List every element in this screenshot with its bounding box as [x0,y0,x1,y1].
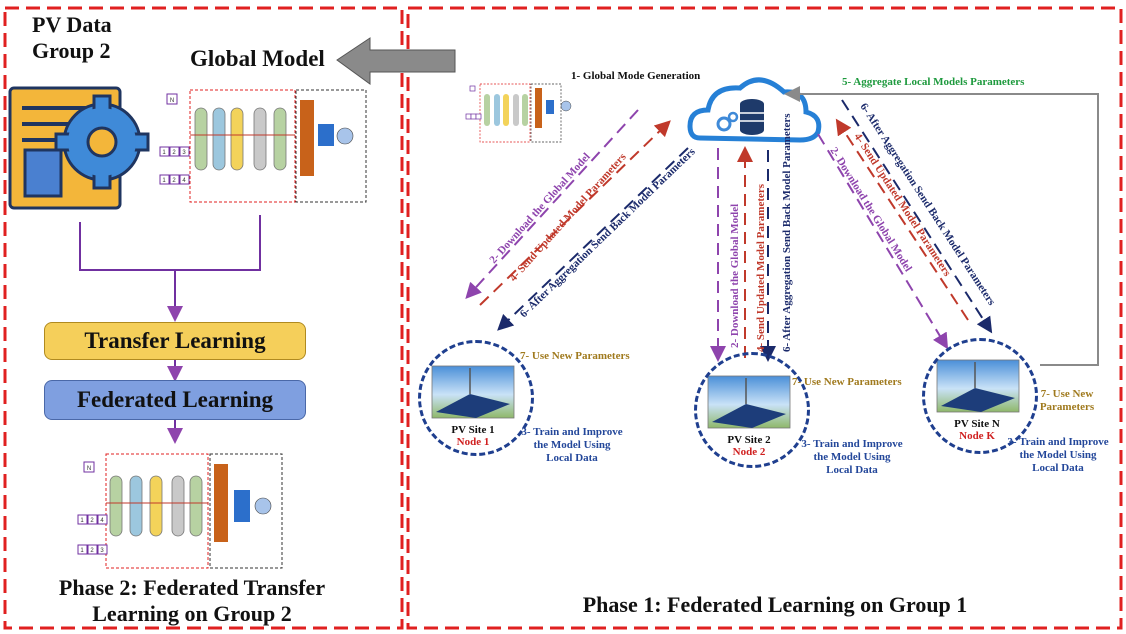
phase2-caption-line2: Learning on Group 2 [92,601,292,626]
siteN-use-new-params-line1: 7- Use New [1040,388,1094,400]
aggregation-path [784,86,1099,366]
site2-name: PV Site 2 [727,434,771,446]
site1-use-new-params: 7- Use New Parameters [520,350,630,362]
site1-node-circle [418,340,534,456]
site2-send-label: 4- Send Updated Model Parameters [755,183,767,352]
pv-data-title-line2: Group 2 [32,38,111,63]
left-panel-border [3,6,404,630]
site2-sendback-label: 6- After Aggregation Send Back Model Par… [781,113,793,352]
svg-text:N: N [87,466,91,472]
svg-text:3: 3 [100,548,104,554]
siteN-node: Node K [959,430,995,442]
document-gear-icon [8,86,150,210]
siteN-train-line2: the Model Using [1019,449,1097,461]
siteN-node-circle [922,338,1038,454]
svg-text:1: 1 [80,518,84,524]
site2-train-line1: 3- Train and Improve [801,438,903,450]
right-panel-border [406,6,1123,630]
site2-download-label: 2- Download the Global Model [729,204,741,348]
site1-arrows [465,109,689,331]
site1-train-label: 3- Train and Improve the Model Using Loc… [512,426,632,465]
pv-data-title-line1: PV Data [32,12,112,37]
site1-name: PV Site 1 [451,424,495,436]
global-model-arrow [336,37,456,85]
siteN-train-label: 3- Train and Improve the Model Using Loc… [998,436,1118,475]
phase2-caption-line1: Phase 2: Federated Transfer [58,575,326,600]
phase2-caption: Phase 2: Federated Transfer Learning on … [22,575,362,627]
model-diagram-mini [465,83,572,143]
site1-train-line1: 3- Train and Improve [521,426,623,438]
aggregate-label: 5- Aggregate Local Models Parameters [842,76,1025,88]
siteN-use-new-params-line2: Parameters [1039,401,1095,413]
federated-learning-box: Federated Learning [44,380,306,420]
site2-node: Node 2 [732,446,766,458]
siteN-train-line3: Local Data [1032,462,1084,474]
site2-train-line3: Local Data [826,464,878,476]
global-generation-label: 1- Global Mode Generation [571,70,701,82]
site2-train-label: 3- Train and Improve the Model Using Loc… [792,438,912,477]
site1-node: Node 1 [456,436,490,448]
transfer-learning-box: Transfer Learning [44,322,306,360]
svg-text:2: 2 [172,178,176,184]
svg-text:4: 4 [182,178,186,184]
site1-train-line3: Local Data [546,452,598,464]
siteN-name: PV Site N [954,418,1000,430]
site1-train-line2: the Model Using [533,439,611,451]
svg-text:1: 1 [162,178,166,184]
federated-learning-label: Federated Learning [76,387,274,412]
svg-text:4: 4 [100,518,104,524]
left-connectors [79,215,261,444]
site2-train-line2: the Model Using [813,451,891,463]
svg-text:1: 1 [162,150,166,156]
svg-text:2: 2 [90,518,94,524]
siteN-use-new-params: 7- Use New Parameters [1032,388,1102,414]
pv-data-title: PV Data Group 2 [32,12,112,64]
phase1-caption: Phase 1: Federated Learning on Group 1 [582,592,968,617]
svg-text:1: 1 [80,548,84,554]
site2-arrows [710,146,776,362]
siteN-sendback-label: 6- After Aggregation Send Back Model Par… [857,101,997,308]
cloud-server-icon [687,77,822,143]
siteN-arrows [817,99,993,350]
svg-text:N: N [170,98,174,104]
svg-text:3: 3 [182,150,186,156]
transfer-learning-label: Transfer Learning [84,328,266,353]
siteN-train-line1: 3- Train and Improve [1007,436,1109,448]
svg-text:2: 2 [172,150,176,156]
site2-node-circle [694,352,810,468]
site2-use-new-params: 7- Use New Parameters [792,376,902,388]
svg-text:2: 2 [90,548,94,554]
global-model-label: Global Model [190,46,325,71]
